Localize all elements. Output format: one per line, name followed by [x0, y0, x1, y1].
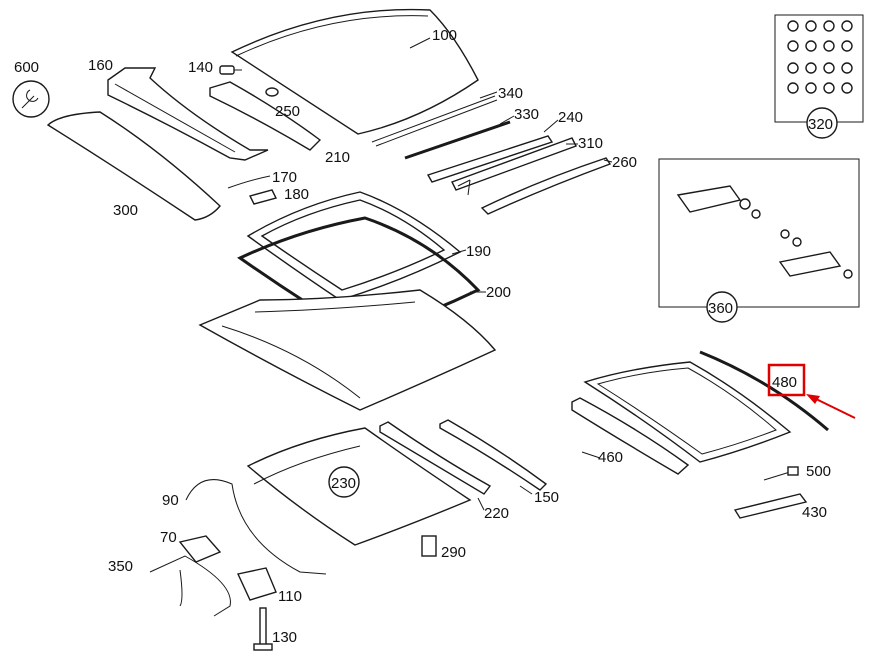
part-90-cable [185, 479, 327, 575]
label-320: 320 [808, 116, 833, 133]
label-150: 150 [534, 489, 559, 506]
part-350-harness [149, 555, 231, 617]
label-290: 290 [441, 544, 466, 561]
part-430-bracket [733, 493, 808, 519]
part-150-rail [439, 419, 548, 491]
label-140: 140 [188, 59, 213, 76]
label-240: 240 [558, 109, 583, 126]
label-260: 260 [612, 154, 637, 171]
label-340: 340 [498, 85, 523, 102]
callout-bubble-360 [706, 291, 738, 323]
part-roof-frame [198, 289, 497, 411]
highlight-480 [767, 363, 856, 419]
part-labels: 100 140 160 600 250 340 330 240 210 310 … [14, 27, 833, 646]
part-100-roof-panel [230, 8, 479, 135]
part-300-deflector [46, 111, 221, 221]
label-430: 430 [802, 504, 827, 521]
part-170-cable [227, 175, 271, 189]
part-190-inner-frame [246, 191, 462, 301]
part-160-front-rail [107, 67, 269, 161]
part-210-cross-member [209, 81, 322, 151]
label-180: 180 [284, 186, 309, 203]
leader-lines [409, 37, 613, 511]
part-360-mechanism-kit [658, 158, 860, 323]
part-330-seal-strip [404, 120, 511, 160]
part-460-rail [571, 397, 690, 475]
part-310-guide-rail [451, 137, 577, 196]
part-220-rail [379, 421, 492, 495]
part-480-glass-panel [583, 350, 829, 463]
part-110-motor [236, 567, 277, 601]
part-140-bolt [219, 65, 242, 75]
callout-bubble-230 [328, 466, 360, 498]
label-110: 110 [278, 588, 302, 605]
part-240-guide-rail [426, 135, 554, 183]
label-200: 200 [486, 284, 511, 301]
label-100: 100 [432, 27, 457, 44]
grommet-grid [787, 20, 853, 94]
part-70-motor [178, 535, 222, 563]
label-460: 460 [598, 449, 623, 466]
part-230-drain-frame [246, 427, 472, 546]
highlight-arrow [813, 397, 856, 419]
part-260-strip [480, 157, 612, 215]
callout-bubble-320 [806, 107, 838, 139]
label-250: 250 [275, 103, 300, 120]
label-300: 300 [113, 202, 138, 219]
part-320-grommet-set [774, 14, 864, 139]
label-160: 160 [88, 57, 113, 74]
part-600-wrench-icon [12, 80, 50, 118]
part-500-bolt [763, 466, 799, 481]
label-230: 230 [331, 475, 356, 492]
label-220: 220 [484, 505, 509, 522]
part-340-seal-strip [371, 95, 498, 147]
label-310: 310 [578, 135, 603, 152]
label-350: 350 [108, 558, 133, 575]
part-290-clip [421, 535, 437, 557]
part-130-bolt [253, 607, 273, 651]
label-480: 480 [772, 374, 797, 391]
part-180-clip [248, 189, 278, 205]
highlight-box [767, 363, 806, 397]
label-330: 330 [514, 106, 539, 123]
highlight-arrowhead [806, 394, 820, 404]
label-210: 210 [325, 149, 350, 166]
label-90: 90 [162, 492, 179, 509]
label-130: 130 [272, 629, 297, 646]
label-360: 360 [708, 300, 733, 317]
label-600: 600 [14, 59, 39, 76]
label-170: 170 [272, 169, 297, 186]
label-500: 500 [806, 463, 831, 480]
label-70: 70 [160, 529, 177, 546]
label-190: 190 [466, 243, 491, 260]
